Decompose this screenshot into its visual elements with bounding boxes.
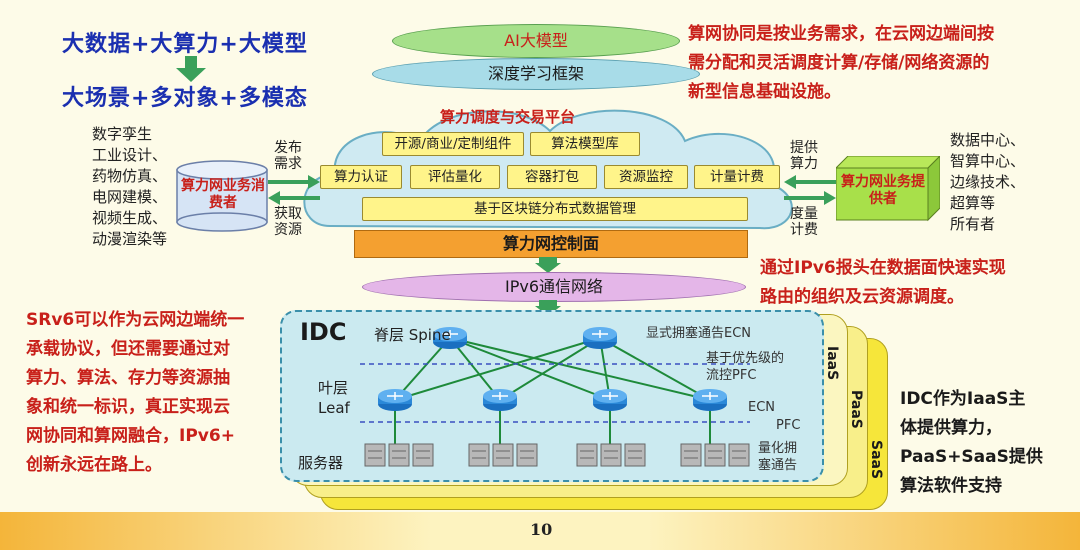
components-box: 开源/商业/定制组件: [382, 132, 524, 156]
arrow-right-icon: [268, 174, 320, 193]
idc-title: IDC: [300, 318, 347, 346]
spine-label: 脊层 Spine: [374, 326, 451, 344]
consumer-app-list: 数字孪生工业设计、药物仿真、 电网建模、视频生成、动漫渲染等: [92, 125, 168, 248]
ipv6-network-layer: IPv6通信网络: [362, 272, 746, 302]
leaf-router-icon: [692, 388, 728, 416]
leaf-router-icon: [482, 388, 518, 416]
definition-paragraph: 算网协同是按业务需求，在云网边端间按需分配和灵活调度计算/存储/网络资源的新型信…: [688, 24, 994, 102]
iaas-label: IaaS: [824, 346, 840, 381]
saas-label: SaaS: [868, 440, 884, 480]
platform-title: 算力调度与交易平台: [440, 108, 576, 126]
provide-label: 提供算力: [790, 140, 818, 172]
provider-label: 算力网业务提供者: [841, 174, 925, 207]
down-arrow-icon: [535, 257, 561, 277]
arrow-left-icon: [784, 174, 836, 193]
quant-label: 量化拥塞通告: [758, 441, 798, 473]
consumer-database-icon: [176, 160, 268, 236]
monitor-box: 资源监控: [604, 165, 688, 189]
paas-label: PaaS: [848, 390, 864, 429]
control-plane-bar: 算力网控制面: [354, 230, 748, 258]
arrow-right-icon: [784, 190, 836, 209]
compute-auth-box: 算力认证: [320, 165, 402, 189]
ipv6-paragraph: 通过IPv6报头在数据面快速实现路由的组织及云资源调度。: [760, 258, 1006, 307]
spine-router-icon: [432, 326, 468, 354]
consumer-label: 算力网业务消费者: [181, 178, 265, 211]
ecn-label: ECN: [748, 400, 776, 415]
pfc-top-label: 基于优先级的流控PFC: [706, 351, 785, 383]
leaf-router-icon: [592, 388, 628, 416]
srv6-paragraph: SRv6可以作为云网边端统一承载协议，但还需要通过对算力、算法、存力等资源抽 象…: [26, 310, 245, 475]
down-arrow-icon: [535, 300, 561, 320]
ecn-top-label: 显式拥塞通告ECN: [646, 326, 752, 341]
page-number: 10: [530, 520, 553, 539]
deep-learning-layer: 深度学习框架: [372, 58, 700, 90]
publish-label: 发布需求: [274, 140, 302, 172]
spine-router-icon: [582, 326, 618, 354]
provider-owner-list: 数据中心、智算中心、边缘技术、 超算等所有者: [950, 131, 1026, 233]
blockchain-box: 基于区块链分布式数据管理: [362, 197, 748, 221]
pfc-label: PFC: [776, 418, 801, 433]
container-box: 容器打包: [507, 165, 597, 189]
servers-label: 服务器: [298, 454, 344, 472]
evaluation-box: 评估量化: [410, 165, 500, 189]
obtain-label: 获取资源: [274, 206, 302, 238]
billing-box: 计量计费: [694, 165, 780, 189]
headline-bottom: 大场景+多对象+多模态: [62, 86, 308, 111]
server-rack-icon: [576, 442, 648, 472]
down-arrow-icon: [176, 56, 206, 86]
headline-top: 大数据+大算力+大模型: [62, 32, 308, 57]
model-library-box: 算法模型库: [530, 132, 640, 156]
server-rack-icon: [680, 442, 752, 472]
idc-topology: [280, 310, 820, 482]
footer-bar: [0, 512, 1080, 550]
idc-paragraph: IDC作为IaaS主体提供算力，PaaS+SaaS提供算法软件支持: [900, 389, 1043, 496]
server-rack-icon: [468, 442, 540, 472]
measure-label: 度量计费: [790, 206, 818, 238]
arrow-left-icon: [268, 190, 320, 209]
ai-model-layer: AI大模型: [392, 24, 680, 58]
leaf-router-icon: [377, 388, 413, 416]
server-rack-icon: [364, 442, 436, 472]
